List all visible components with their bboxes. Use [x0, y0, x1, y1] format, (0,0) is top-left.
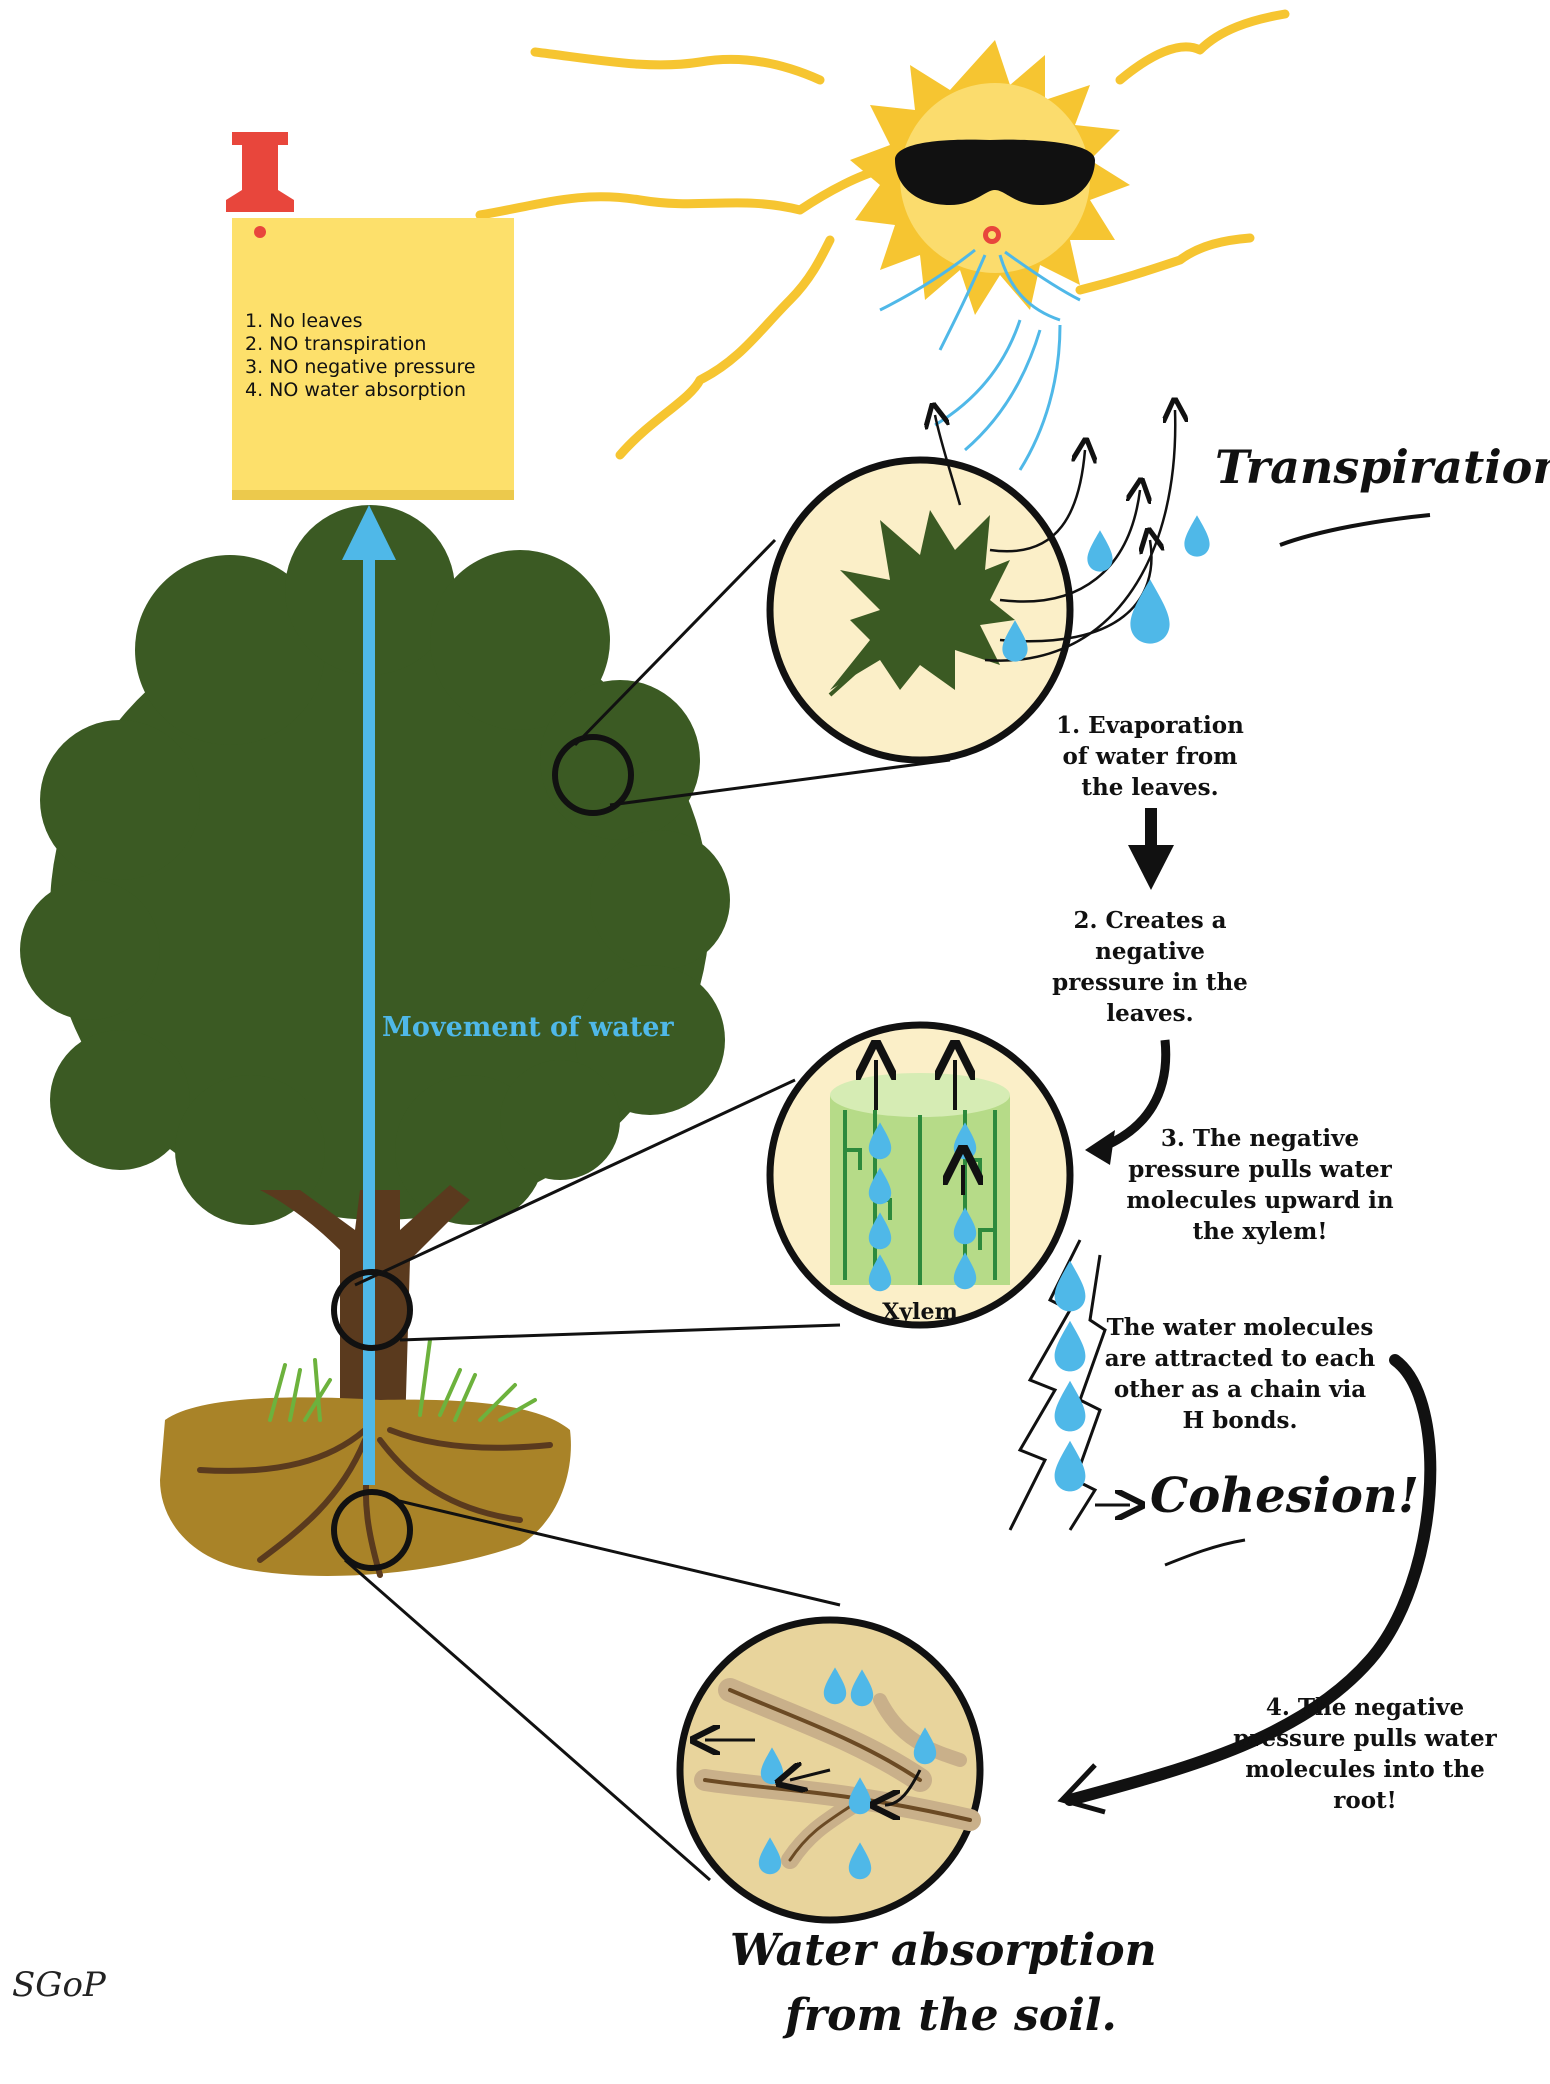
note-item: 2. NO transpiration — [245, 333, 495, 356]
sticky-note-list: 1. No leaves 2. NO transpiration 3. NO n… — [245, 310, 495, 402]
movement-of-water-label: Movement of water — [382, 1012, 674, 1043]
sun-rays — [480, 14, 1285, 455]
step-3-text: 3. The negative pressure pulls water mol… — [1110, 1123, 1410, 1247]
absorption-label-line2: from the soil. — [785, 1990, 1117, 2041]
step-1-text: 1. Evaporation of water from the leaves. — [1030, 710, 1270, 803]
transpiration-underline — [1280, 515, 1430, 545]
step-4-text: 4. The negative pressure pulls water mol… — [1215, 1692, 1515, 1816]
xylem-label: Xylem — [860, 1297, 980, 1328]
transpiration-label: Transpiration! — [1215, 440, 1550, 494]
cohesion-underline — [1165, 1540, 1245, 1565]
step-2-text: 2. Creates a negative pressure in the le… — [1025, 905, 1275, 1029]
leaf-zoom-circle — [770, 460, 1070, 760]
note-item: 3. NO negative pressure — [245, 356, 495, 379]
root-zoom-circle — [680, 1620, 980, 1920]
note-item: 1. No leaves — [245, 310, 495, 333]
sun-with-goggles — [850, 40, 1130, 470]
xylem-zoom-circle — [770, 1025, 1070, 1325]
step-arrow-down — [1128, 808, 1174, 890]
signature: SGoP — [12, 1965, 106, 2005]
absorption-label-line1: Water absorption — [730, 1925, 1157, 1976]
cohesion-label: Cohesion! — [1150, 1468, 1419, 1524]
note-item: 4. NO water absorption — [245, 379, 495, 402]
cohesion-text: The water molecules are attracted to eac… — [1090, 1312, 1390, 1436]
